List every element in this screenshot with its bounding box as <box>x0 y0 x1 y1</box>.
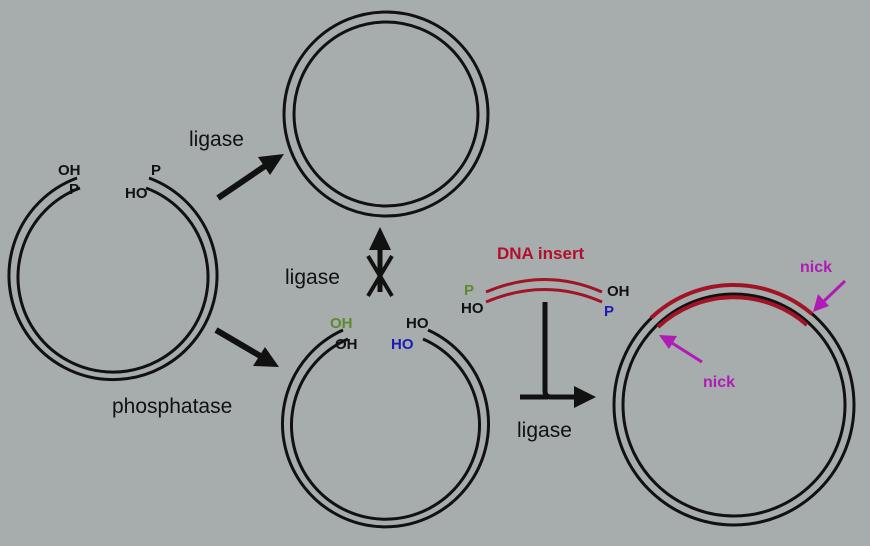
left-linear-plasmid <box>7 176 219 381</box>
dephosphorylated-plasmid <box>281 328 490 529</box>
insert-end-label: OH <box>607 283 630 300</box>
insert-end-label: P <box>464 282 474 299</box>
dephos-end-label: OH <box>330 315 353 332</box>
ligase-middle-label: ligase <box>285 266 340 289</box>
ligase-bottom-label: ligase <box>517 419 572 442</box>
phosphatase-arrow <box>214 327 279 367</box>
ligase-top-arrow <box>216 154 284 201</box>
blocked-ligase-arrow <box>366 227 394 298</box>
dna-insert-label: DNA insert <box>497 244 585 263</box>
nick-bottom-label: nick <box>703 374 735 391</box>
ligase-top-label: ligase <box>189 128 244 151</box>
insert-end-label: HO <box>461 300 484 317</box>
nick-bottom-arrow <box>659 335 703 364</box>
phosphatase-label: phosphatase <box>112 395 232 418</box>
dna-insert-fragment <box>485 278 603 304</box>
left-plasmid-end-label: P <box>151 162 161 179</box>
dephos-end-label: HO <box>391 336 414 353</box>
left-plasmid-end-label: P <box>69 181 79 198</box>
nick-top-label: nick <box>800 259 832 276</box>
dephos-end-label: OH <box>335 336 358 353</box>
recombinant-plasmid <box>612 282 856 527</box>
nick-top-arrow <box>813 279 847 312</box>
top-closed-plasmid <box>282 10 490 218</box>
insert-end-label: P <box>604 303 614 320</box>
left-plasmid-end-label: OH <box>58 162 81 179</box>
insert-ligation-arrow <box>520 302 596 408</box>
dephos-end-label: HO <box>406 315 429 332</box>
left-plasmid-end-label: HO <box>125 185 148 202</box>
